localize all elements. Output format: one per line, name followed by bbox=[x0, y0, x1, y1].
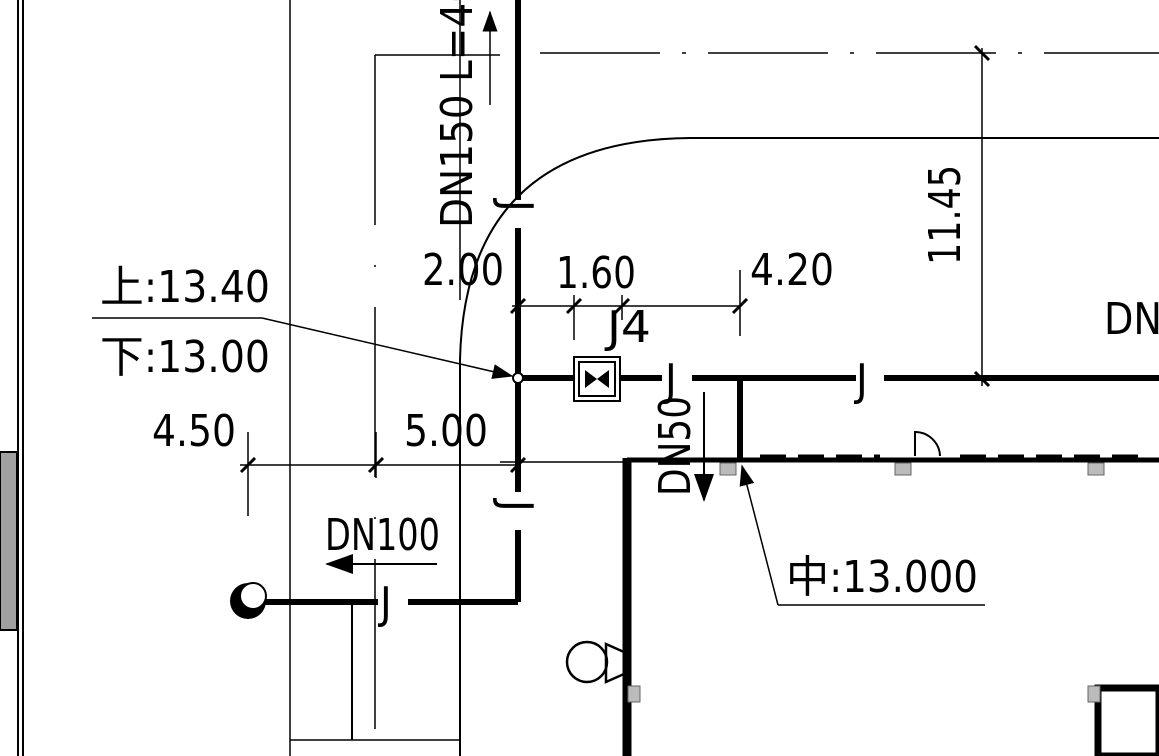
fixture-symbol bbox=[565, 640, 626, 684]
dim-line-vertical bbox=[973, 44, 991, 388]
dim-label-1-60: 1.60 bbox=[556, 248, 636, 299]
dim-label-4-20: 4.20 bbox=[750, 245, 834, 296]
elevation-bottom: 下:13.00 bbox=[100, 332, 270, 383]
pipe-label-dn-partial: DN bbox=[1104, 294, 1159, 345]
pipe-marker-j: J bbox=[491, 197, 542, 212]
pipe-label-dn150: DN150 L=40 bbox=[432, 0, 483, 228]
dim-label-11-45: 11.45 bbox=[920, 165, 971, 265]
left-frame bbox=[0, 0, 24, 756]
pipe-marker-j: J bbox=[377, 578, 392, 629]
building-walls bbox=[500, 430, 1159, 756]
dim-label-2-00: 2.00 bbox=[422, 245, 504, 296]
elevation-mid: 中:13.000 bbox=[786, 552, 978, 603]
pipe-label-dn100: DN100 bbox=[325, 510, 440, 561]
pipe-marker-j: J bbox=[853, 355, 868, 406]
dim-line-top bbox=[509, 270, 749, 340]
pipe-marker-j: J bbox=[491, 497, 542, 512]
dim-label-4-50: 4.50 bbox=[152, 406, 236, 457]
junction-dot bbox=[512, 372, 524, 384]
road-curve bbox=[459, 137, 1159, 756]
dim-line-bottom bbox=[239, 432, 527, 516]
pipe-label-dn50: DN50 bbox=[650, 396, 701, 496]
wall-windows bbox=[627, 462, 1105, 703]
leader-lines bbox=[92, 317, 985, 606]
dim-label-5-00: 5.00 bbox=[404, 406, 488, 457]
corridor-lines bbox=[289, 0, 500, 756]
elevation-top: 上:13.40 bbox=[100, 262, 270, 313]
valve-box bbox=[573, 356, 621, 402]
valve-label-j4: J4 bbox=[603, 302, 651, 353]
pipe-marker-j: J bbox=[662, 355, 677, 406]
branch-pipe-east bbox=[518, 375, 1159, 458]
well-inner bbox=[239, 582, 267, 610]
pipe-dn100 bbox=[250, 554, 518, 740]
